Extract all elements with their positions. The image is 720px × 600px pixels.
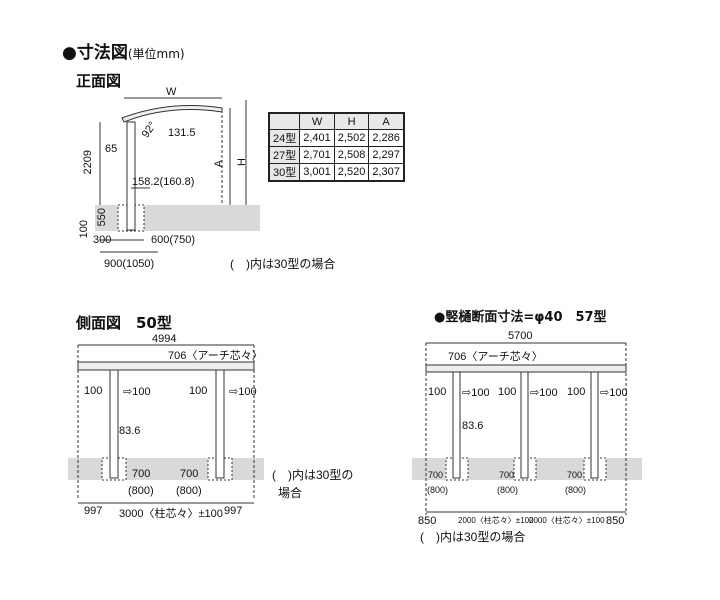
side57-2000-label: 2000〈柱芯々〉±100 — [458, 516, 534, 525]
side50-800-label: (800) — [176, 485, 202, 497]
page-title: ●寸法図(単位mm) — [62, 38, 185, 63]
side57-800-label: (800) — [427, 485, 449, 495]
side50-700-label: 700 — [132, 468, 151, 480]
side50-100-label: ⇨100 — [123, 386, 151, 398]
side50-700-label: 700 — [180, 468, 199, 480]
spec-header-a: A — [368, 112, 405, 130]
table-row: 27型 2,701 2,508 2,297 — [268, 146, 405, 164]
side50-note-2: 場合 — [278, 486, 303, 500]
table-cell: 30型 — [268, 163, 301, 182]
side57-800-label: (800) — [565, 485, 587, 495]
side50-100-label: 100 — [84, 385, 103, 397]
table-cell: 2,307 — [368, 163, 405, 182]
side50-title: 側面図 50型 — [76, 314, 172, 332]
table-cell: 2,508 — [333, 146, 370, 164]
side50-note: ( )内は30型の — [272, 468, 354, 482]
front-600-label: 600(750) — [151, 234, 196, 246]
title-text: 寸法図 — [76, 43, 128, 63]
front-post — [126, 121, 136, 231]
side50-800-label: (800) — [128, 485, 154, 497]
side50-arch-label: 706〈アーチ芯々〉 — [168, 350, 263, 362]
table-row: 30型 3,001 2,520 2,307 — [268, 163, 405, 182]
side57-title: ●竪樋断面寸法=φ40 57型 — [434, 310, 607, 325]
side57-100-label: 100 — [567, 386, 586, 398]
table-cell: 2,701 — [299, 146, 335, 164]
front-view-title: 正面図 — [76, 72, 122, 90]
side57-post-1 — [452, 371, 461, 479]
side57-850-label: 850 — [606, 515, 625, 527]
side57-2000-label: 2000〈柱芯々〉±100 — [529, 516, 605, 525]
side50-836-label: 83.6 — [119, 425, 141, 437]
front-1315-label: 131.5 — [168, 127, 196, 139]
spec-table-header: W H A — [268, 112, 405, 130]
table-cell: 2,297 — [368, 146, 405, 164]
spec-header-h: H — [333, 112, 370, 130]
side50-100-label: 100 — [189, 385, 208, 397]
spec-header-cell — [268, 112, 301, 130]
side57-850-label: 850 — [418, 515, 437, 527]
front-w-label: W — [166, 86, 177, 98]
side57-100-label: ⇨100 — [530, 387, 558, 399]
side57-100-label: ⇨100 — [462, 387, 490, 399]
side57-total-label: 5700 — [508, 330, 533, 342]
side57-roof — [425, 364, 627, 373]
spec-table: W H A 24型 2,401 2,502 2,286 27型 2,701 2,… — [268, 112, 405, 182]
front-note: ( )内は30型の場合 — [230, 257, 336, 271]
side57-post-3 — [590, 371, 599, 479]
side50-3000-label: 3000〈柱芯々〉±100 — [119, 508, 223, 520]
side57-700-label: 700 — [428, 470, 444, 480]
side57-700-label: 700 — [567, 470, 583, 480]
side57-100-label: 100 — [498, 386, 517, 398]
side57-836-label: 83.6 — [462, 420, 484, 432]
table-cell: 27型 — [268, 146, 301, 164]
side50-100-label: ⇨100 — [229, 386, 257, 398]
side57-700-label: 700 — [499, 470, 515, 480]
table-cell: 2,502 — [333, 129, 370, 147]
side50-total-label: 4994 — [152, 333, 177, 345]
side50-997-label: 997 — [224, 505, 243, 517]
side57-100-label: ⇨100 — [600, 387, 628, 399]
front-65-label: 65 — [105, 143, 118, 155]
front-900-label: 900(1050) — [104, 258, 155, 270]
side57-note: ( )内は30型の場合 — [420, 530, 526, 544]
bullet-icon: ● — [62, 43, 77, 63]
side57-arch-label: 706〈アーチ芯々〉 — [448, 351, 543, 363]
table-cell: 3,001 — [299, 163, 335, 182]
table-cell: 2,286 — [368, 129, 405, 147]
unit-label: (単位mm) — [127, 47, 185, 61]
table-cell: 2,520 — [333, 163, 370, 182]
side50-997-label: 997 — [84, 505, 103, 517]
side57-800-label: (800) — [497, 485, 519, 495]
front-300-label: 300 — [93, 234, 112, 246]
side57-post-2 — [520, 371, 529, 479]
front-158-label: 158.2(160.8) — [132, 176, 195, 188]
side57-100-label: 100 — [428, 386, 447, 398]
